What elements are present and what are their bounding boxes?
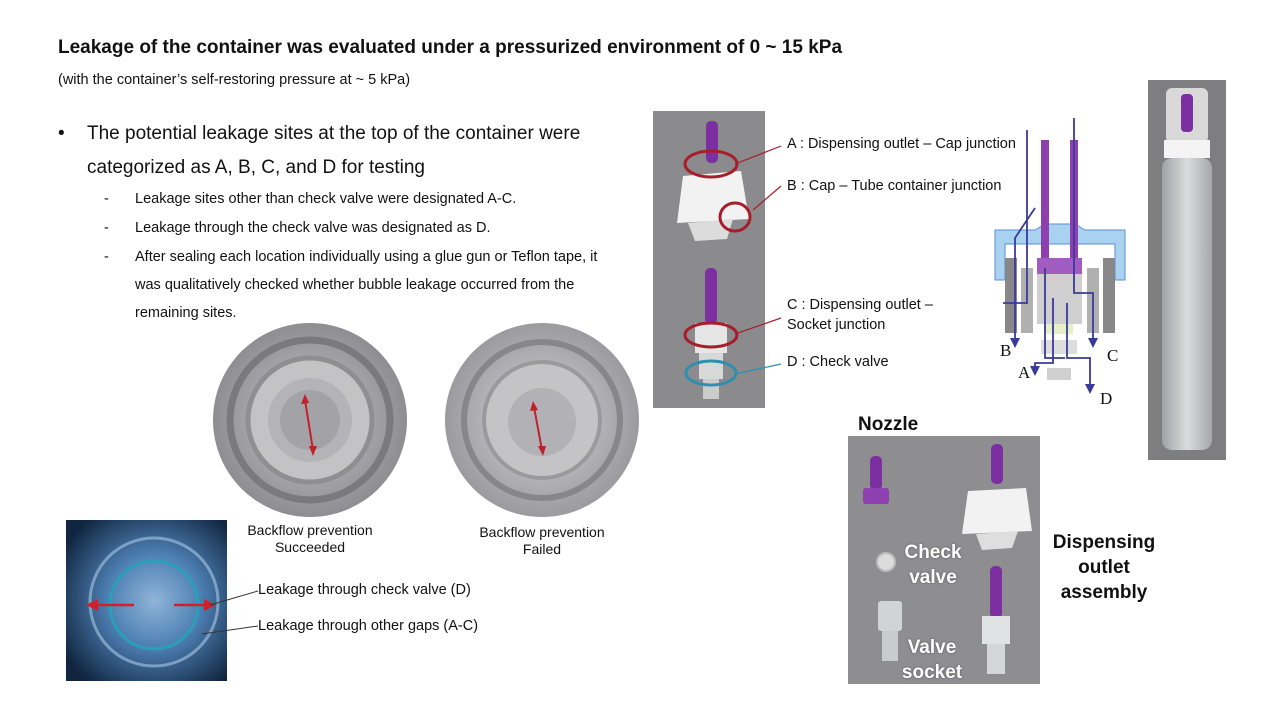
- label-valve-socket-line1: Valve: [907, 637, 957, 658]
- sub-bullet-text: Leakage sites other than check valve wer…: [135, 191, 517, 207]
- diagram-letter-b: B: [1000, 341, 1012, 360]
- leakage-photo: [66, 520, 227, 681]
- nozzle-cap-photo: [653, 111, 765, 408]
- label-check-valve-line2: valve: [909, 567, 957, 588]
- diagram-letter-c: C: [1107, 346, 1119, 365]
- label-check-valve: Check valve: [895, 540, 971, 590]
- label-valve-socket-line2: socket: [901, 662, 963, 683]
- label-leak-check-valve: Leakage through check valve (D): [258, 582, 471, 598]
- label-site-d: D : Check valve: [787, 354, 889, 370]
- leakage-leader-lines: [201, 590, 259, 635]
- cross-section-diagram: [975, 118, 1135, 413]
- main-bullet: • The potential leakage sites at the top…: [58, 117, 618, 185]
- sub-bullet-marker: -: [104, 220, 109, 236]
- label-site-c-line1: C : Dispensing outlet –: [787, 297, 933, 313]
- tube-container-photo: [1148, 80, 1226, 460]
- site-leader-lines: [735, 145, 782, 375]
- label-nozzle: Nozzle: [858, 414, 919, 435]
- label-check-valve-line1: Check: [904, 542, 962, 563]
- caption-succeeded-line2: Succeeded: [274, 539, 346, 555]
- valve-photo-failed: [444, 322, 640, 518]
- caption-failed-line1: Backflow prevention: [479, 524, 605, 540]
- label-dispensing-assembly: Dispensing outlet assembly: [1044, 530, 1164, 605]
- label-valve-socket: Valve socket: [893, 635, 971, 685]
- caption-failed: Backflow prevention Failed: [457, 524, 627, 558]
- sub-bullet-marker: -: [104, 249, 109, 265]
- sub-bullet-marker: -: [104, 191, 109, 207]
- parts-photo: [848, 436, 1040, 684]
- valve-photo-succeeded: [212, 322, 408, 518]
- label-assembly-line1: Dispensing: [1052, 532, 1156, 553]
- bullet-marker: •: [58, 123, 65, 144]
- label-leak-other-gaps: Leakage through other gaps (A-C): [258, 618, 479, 634]
- label-site-a: A : Dispensing outlet – Cap junction: [787, 136, 1016, 152]
- sub-bullet-1: - Leakage sites other than check valve w…: [104, 185, 624, 213]
- label-site-b: B : Cap – Tube container junction: [787, 178, 1002, 194]
- caption-succeeded: Backflow prevention Succeeded: [225, 522, 395, 556]
- sub-bullet-3: - After sealing each location individual…: [104, 243, 624, 327]
- diagram-letter-d: D: [1100, 389, 1113, 408]
- caption-succeeded-line1: Backflow prevention: [247, 522, 373, 538]
- slide-subtitle: (with the container’s self-restoring pre…: [58, 72, 411, 88]
- main-bullet-text: The potential leakage sites at the top o…: [87, 123, 581, 178]
- diagram-letter-a: A: [1018, 363, 1031, 382]
- sub-bullet-2: - Leakage through the check valve was de…: [104, 214, 624, 242]
- slide-title: Leakage of the container was evaluated u…: [58, 37, 843, 58]
- sub-bullet-text: Leakage through the check valve was desi…: [135, 220, 491, 236]
- label-assembly-line2: outlet: [1078, 557, 1130, 578]
- caption-failed-line2: Failed: [522, 541, 562, 557]
- label-assembly-line3: assembly: [1060, 582, 1148, 603]
- label-site-c-line2: Socket junction: [787, 317, 886, 333]
- sub-bullet-text: After sealing each location individually…: [135, 249, 598, 321]
